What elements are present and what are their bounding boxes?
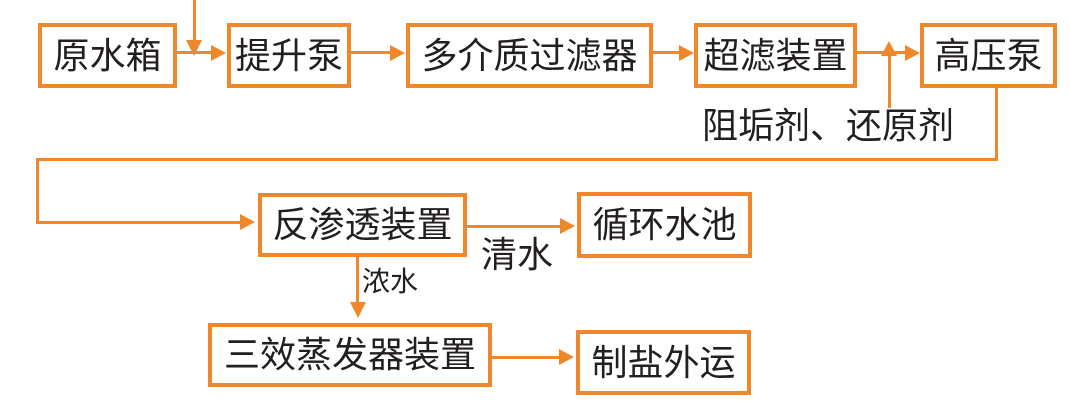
edge-filter-to-uf-line [653,51,679,54]
edge-ro-to-pool-line [467,225,560,228]
edge-pump-to-filter-line [351,51,390,54]
arrow-right-icon [240,214,255,230]
edge-hp-to-ro-segment-left-down [36,158,39,224]
node-triple-effect-evaporator: 三效蒸发器装置 [208,323,492,387]
arrow-right-icon [905,45,920,61]
node-circulating-water-pool: 循环水池 [577,192,752,258]
edge-evaporator-to-salt-line [492,356,560,359]
edge-ro-to-evaporator-line [356,257,359,303]
arrow-up-icon [881,41,897,56]
edge-hp-to-ro-segment-across [36,158,998,161]
arrow-right-icon [560,218,575,234]
label-chemical-feed: 阻垢剂、还原剂 [702,105,955,146]
edge-hp-to-ro-segment-down [995,87,998,160]
label-concentrated-water: 浓水 [362,266,419,297]
label-clean-water: 清水 [481,234,554,275]
node-lift-pump: 提升泵 [227,23,351,88]
edge-tank-to-pump-line [177,51,213,54]
node-high-pressure-pump: 高压泵 [920,23,1057,88]
node-reverse-osmosis-unit: 反渗透装置 [258,193,467,257]
arrow-right-icon [390,45,405,61]
arrow-right-icon [211,45,226,61]
arrow-down-icon [350,302,366,318]
node-salt-out-shipping: 制盐外运 [576,330,751,395]
arrow-right-icon [559,349,574,365]
node-raw-water-tank: 原水箱 [38,23,177,88]
edge-inlet-line [193,0,196,40]
edge-hp-to-ro-segment-into [36,221,240,224]
arrow-right-icon [679,45,694,61]
node-ultrafiltration-unit: 超滤装置 [694,23,857,88]
edge-chemical-feed-line [888,56,891,108]
node-multi-media-filter: 多介质过滤器 [406,23,653,88]
